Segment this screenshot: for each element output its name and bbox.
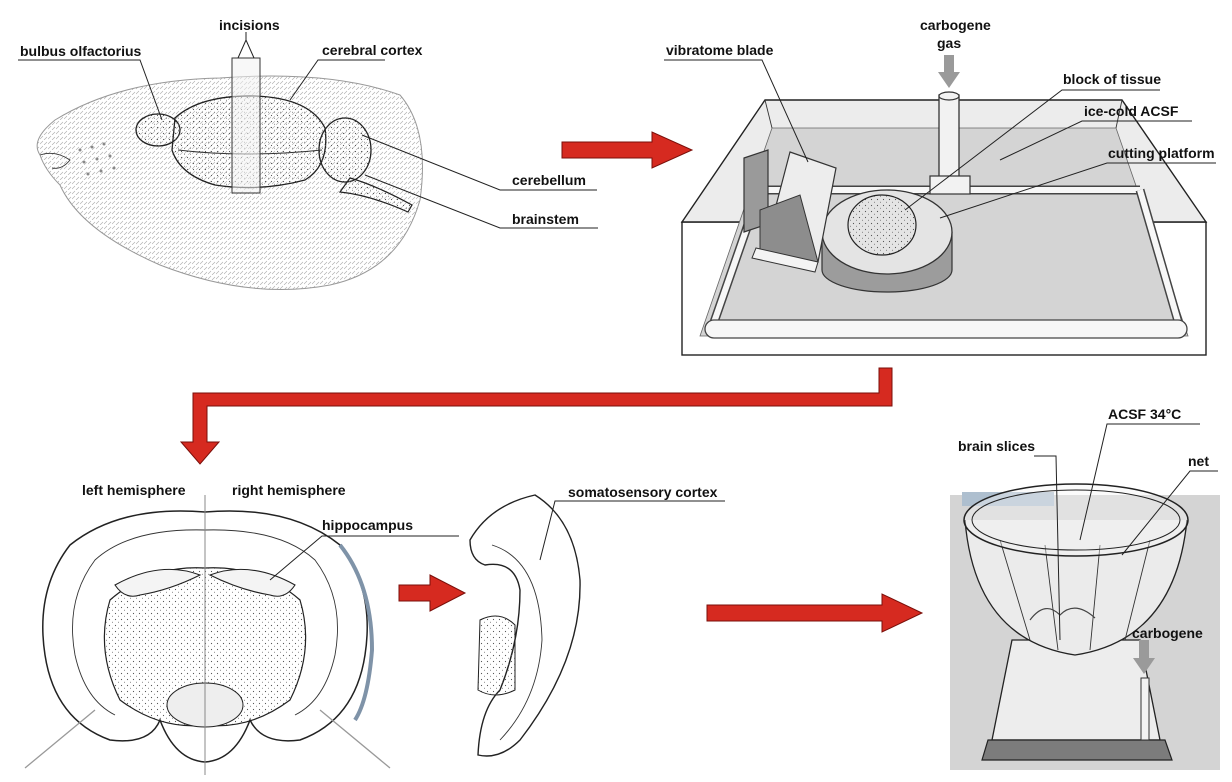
incision-planes — [231, 32, 261, 194]
brain-dissection-panel: incisions bulbus olfactorius cerebral co… — [18, 17, 598, 290]
cortex-piece-panel: somatosensory cortex — [469, 484, 725, 757]
inner-cortex-boundary — [72, 529, 338, 716]
label-left-hemisphere: left hemisphere — [82, 482, 186, 498]
somatosensory-cortex-piece — [469, 494, 581, 757]
label-hippocampus: hippocampus — [322, 517, 413, 533]
label-somatosensory-cortex: somatosensory cortex — [568, 484, 718, 500]
label-incisions: incisions — [219, 17, 280, 33]
label-carbogene-gas-1: carbogene — [920, 17, 991, 33]
chamber-leader-lines — [1034, 423, 1218, 641]
flow-arrow-2 — [179, 367, 893, 465]
brainstem-tail — [338, 177, 413, 213]
label-acsf-34c: ACSF 34°C — [1108, 406, 1181, 422]
label-cutting-platform: cutting platform — [1108, 145, 1215, 161]
cerebellum-lobe — [318, 117, 372, 183]
tissue-block — [847, 194, 917, 256]
flow-arrow-4 — [706, 593, 924, 633]
label-carbogene-gas-2: gas — [937, 35, 961, 51]
carbogene-gas-arrow-2 — [1133, 640, 1155, 674]
vibratome-panel: carbogene gas vibratome blade block of t… — [664, 17, 1216, 356]
label-carbogene: carbogene — [1132, 625, 1203, 641]
label-bulbus-olfactorius: bulbus olfactorius — [20, 43, 142, 59]
coronal-slice-panel: left hemisphere right hemisphere hippoca… — [24, 482, 459, 775]
label-brainstem: brainstem — [512, 211, 579, 227]
net-bowl — [964, 519, 1188, 656]
label-net: net — [1188, 453, 1209, 469]
hippocampus-left — [114, 568, 202, 597]
label-cerebellum: cerebellum — [512, 172, 586, 188]
cutting-platform — [821, 189, 953, 293]
flow-arrow-3 — [398, 574, 467, 612]
label-block-of-tissue: block of tissue — [1063, 71, 1161, 87]
incubation-chamber-panel: ACSF 34°C brain slices net carbogene — [950, 406, 1220, 770]
hippocampus-right — [208, 568, 296, 597]
chamber-rim — [963, 483, 1189, 557]
label-vibratome-blade: vibratome blade — [666, 42, 774, 58]
flow-arrow-1 — [561, 131, 694, 169]
label-ice-cold-acsf: ice-cold ACSF — [1084, 103, 1179, 119]
label-right-hemisphere: right hemisphere — [232, 482, 346, 498]
vibratome-blade — [743, 149, 837, 273]
label-brain-slices: brain slices — [958, 438, 1035, 454]
whisker-pads — [78, 142, 116, 176]
carbogene-gas-arrow-1 — [938, 55, 960, 88]
label-cerebral-cortex: cerebral cortex — [322, 42, 423, 58]
vibratome-leader-lines — [664, 59, 1216, 219]
brain-leader-lines — [18, 59, 598, 229]
